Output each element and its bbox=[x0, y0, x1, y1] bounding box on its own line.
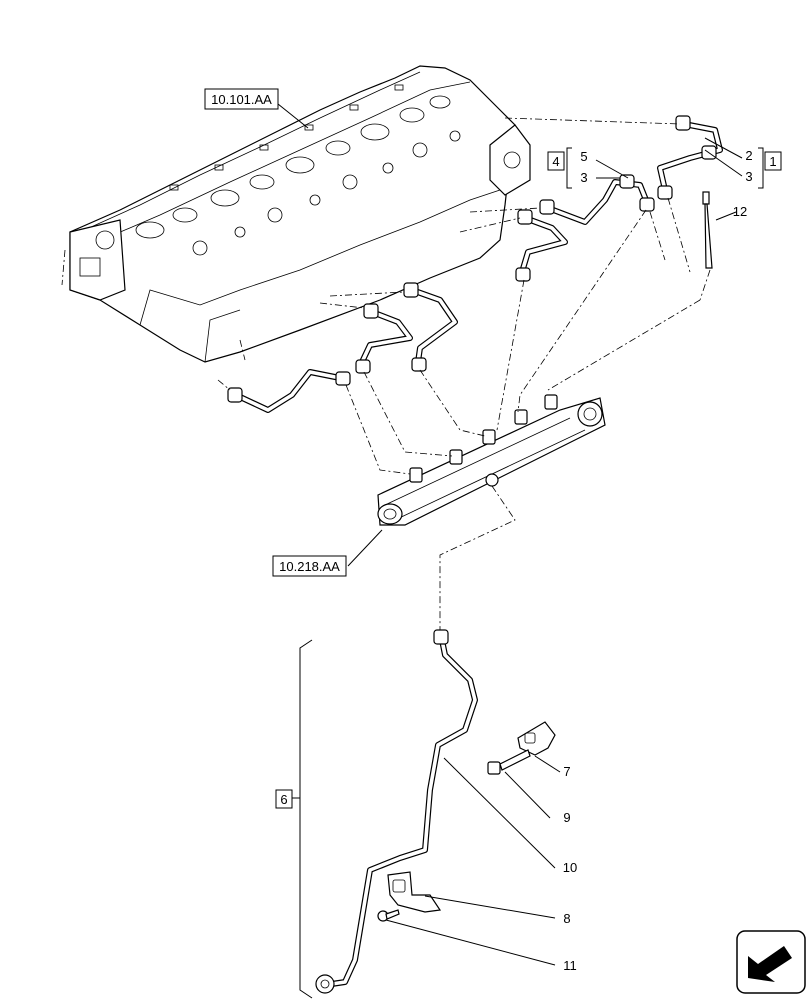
stud-12 bbox=[702, 191, 713, 269]
phantom-lines-upper bbox=[217, 117, 711, 391]
boxed-item-4: 4 bbox=[547, 151, 565, 171]
next-page-arrow-icon[interactable] bbox=[736, 930, 806, 994]
callout-10: 10 bbox=[563, 860, 577, 875]
boxed-item-1-label: 1 bbox=[769, 154, 776, 169]
boxed-item-6-label: 6 bbox=[280, 792, 287, 807]
boxed-item-4-label: 4 bbox=[552, 154, 559, 169]
callout-3-right: 3 bbox=[745, 169, 752, 184]
callout-12: 12 bbox=[733, 204, 747, 219]
callout-11: 11 bbox=[563, 958, 577, 973]
callout-5: 5 bbox=[580, 149, 587, 164]
callout-2: 2 bbox=[745, 148, 752, 163]
clamp-7 bbox=[517, 721, 556, 756]
injector-pipe-1 bbox=[227, 369, 351, 413]
injector-pipe-2 bbox=[355, 303, 413, 374]
boxed-item-1: 1 bbox=[764, 151, 782, 171]
bolt-9 bbox=[487, 749, 531, 775]
injector-pipe-6 bbox=[657, 115, 723, 200]
callout-9: 9 bbox=[563, 810, 570, 825]
boxed-item-6: 6 bbox=[275, 789, 293, 809]
callout-8: 8 bbox=[563, 911, 570, 926]
phantom-lines-rail bbox=[345, 209, 701, 635]
ref-box-cylinder-head[interactable]: 10.101.AA bbox=[204, 88, 279, 110]
injector-pipe-5 bbox=[539, 174, 655, 225]
callout-7: 7 bbox=[563, 764, 570, 779]
ref-label-cylinder-head: 10.101.AA bbox=[211, 92, 272, 107]
injector-pipe-4 bbox=[515, 209, 568, 282]
supply-pipe-10 bbox=[315, 629, 478, 994]
fuel-rail bbox=[377, 394, 606, 526]
ref-box-fuel-rail[interactable]: 10.218.AA bbox=[272, 555, 347, 577]
ref-label-fuel-rail: 10.218.AA bbox=[279, 559, 340, 574]
injector-pipe-3 bbox=[403, 282, 458, 372]
clamp-8 bbox=[387, 871, 442, 913]
bolt-11 bbox=[377, 909, 400, 922]
cylinder-head bbox=[61, 65, 531, 363]
callout-3-left: 3 bbox=[580, 170, 587, 185]
leader-lines bbox=[277, 103, 764, 999]
